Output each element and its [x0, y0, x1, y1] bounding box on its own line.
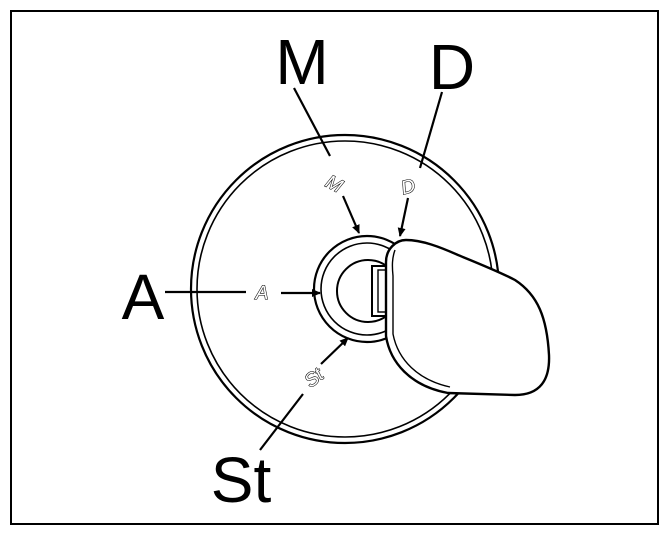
leader-line-st [259, 393, 304, 451]
arrow-m [341, 195, 361, 234]
leader-line-d [418, 91, 444, 169]
callout-label-st: St [211, 444, 272, 516]
arrow-st [320, 337, 349, 365]
dial-label-a: A [255, 283, 269, 304]
key-head [384, 238, 551, 397]
leader-line-m [293, 87, 331, 157]
callout-label-m: M [275, 26, 328, 98]
callout-label-d: D [429, 31, 475, 103]
callout-label-a: A [122, 261, 165, 333]
dial-label-d: D [399, 175, 418, 199]
arrow-d [397, 197, 410, 237]
